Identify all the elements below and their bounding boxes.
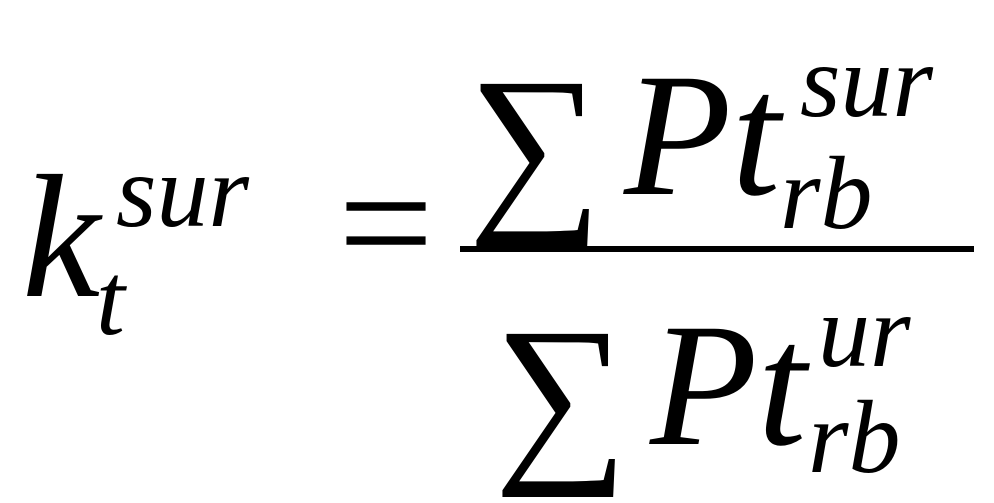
numerator-sum-symbol: ∑ xyxy=(468,39,603,248)
denominator-sum-symbol: ∑ xyxy=(494,289,629,498)
denominator-superscript: ur xyxy=(818,274,911,389)
equals-sign: = xyxy=(338,129,434,317)
numerator-superscript: sur xyxy=(800,24,933,139)
numerator-base: Pt xyxy=(624,38,781,233)
denominator-subscript: rb xyxy=(808,380,901,495)
lhs-superscript: sur xyxy=(116,134,249,249)
lhs-base: k xyxy=(22,140,101,335)
fraction-bar xyxy=(460,246,974,252)
lhs-subscript: t xyxy=(96,242,125,357)
denominator-base: Pt xyxy=(650,288,807,483)
numerator-subscript: rb xyxy=(780,136,873,251)
